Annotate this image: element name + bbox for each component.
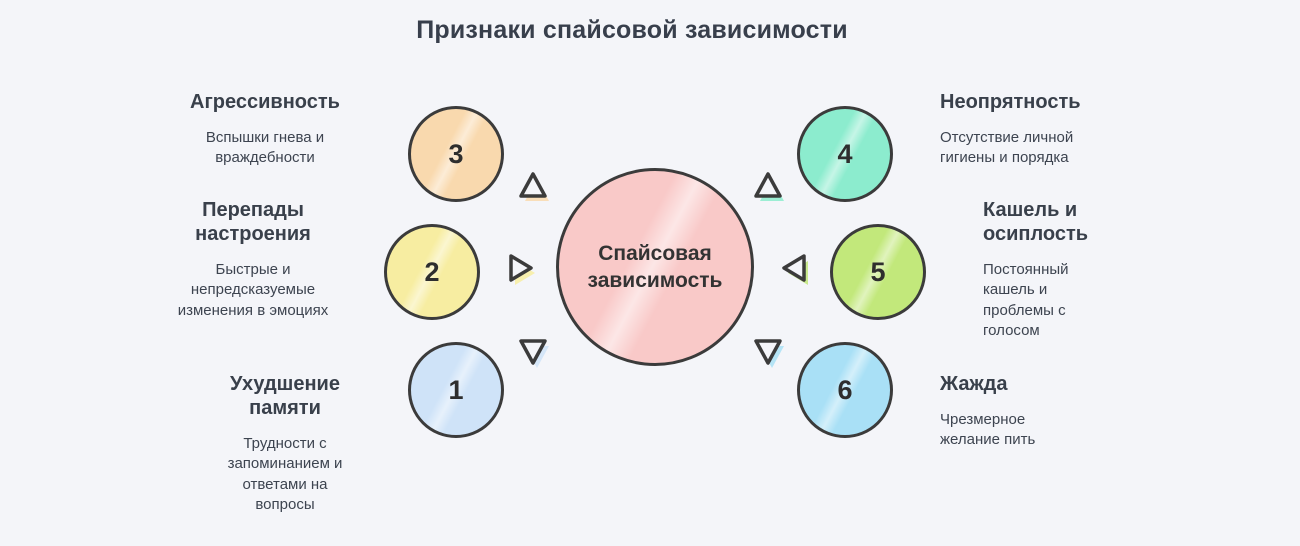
label-block-4: Неопрятность Отсутствие личной гигиены и…	[940, 90, 1110, 169]
item-description: Постоянный кашель и проблемы с голосом	[983, 261, 1069, 340]
label-block-3: Агрессивность Вспышки гнева и враждебнос…	[180, 90, 350, 169]
item-heading: Агрессивность	[190, 91, 340, 113]
item-description: Трудности с запоминанием и ответами на в…	[227, 435, 343, 514]
center-circle: Спайсовая зависимость	[556, 168, 754, 366]
page-title: Признаки спайсовой зависимости	[416, 16, 848, 44]
item-heading: Неопрятность	[940, 91, 1081, 113]
item-description: Отсутствие личной гигиены и порядка	[940, 129, 1074, 167]
circle-3: 3	[408, 106, 504, 202]
item-description: Быстрые и непредсказуемые изменения в эм…	[177, 261, 329, 319]
label-block-1: Ухудшение памяти Трудности с запоминание…	[217, 372, 353, 516]
label-block-5: Кашель и осиплость Постоянный кашель и п…	[983, 198, 1103, 342]
item-heading: Перепады настроения	[195, 199, 311, 245]
arrow-up-icon	[514, 167, 552, 205]
arrow-up-icon	[749, 167, 787, 205]
arrow-down-icon	[749, 332, 787, 370]
arrow-left-icon	[775, 249, 813, 287]
item-description: Вспышки гнева и враждебности	[205, 129, 325, 167]
item-heading: Ухудшение памяти	[230, 373, 340, 419]
item-description: Чрезмерное желание пить	[940, 411, 1036, 449]
circle-1: 1	[408, 342, 504, 438]
circle-6: 6	[797, 342, 893, 438]
item-heading: Кашель и осиплость	[983, 199, 1089, 245]
circle-4: 4	[797, 106, 893, 202]
label-block-6: Жажда Чрезмерное желание пить	[940, 372, 1070, 451]
item-heading: Жажда	[940, 373, 1008, 395]
label-block-2: Перепады настроения Быстрые и непредсказ…	[175, 198, 331, 321]
arrow-down-icon	[514, 332, 552, 370]
arrow-right-icon	[502, 249, 540, 287]
circle-2: 2	[384, 224, 480, 320]
circle-5: 5	[830, 224, 926, 320]
